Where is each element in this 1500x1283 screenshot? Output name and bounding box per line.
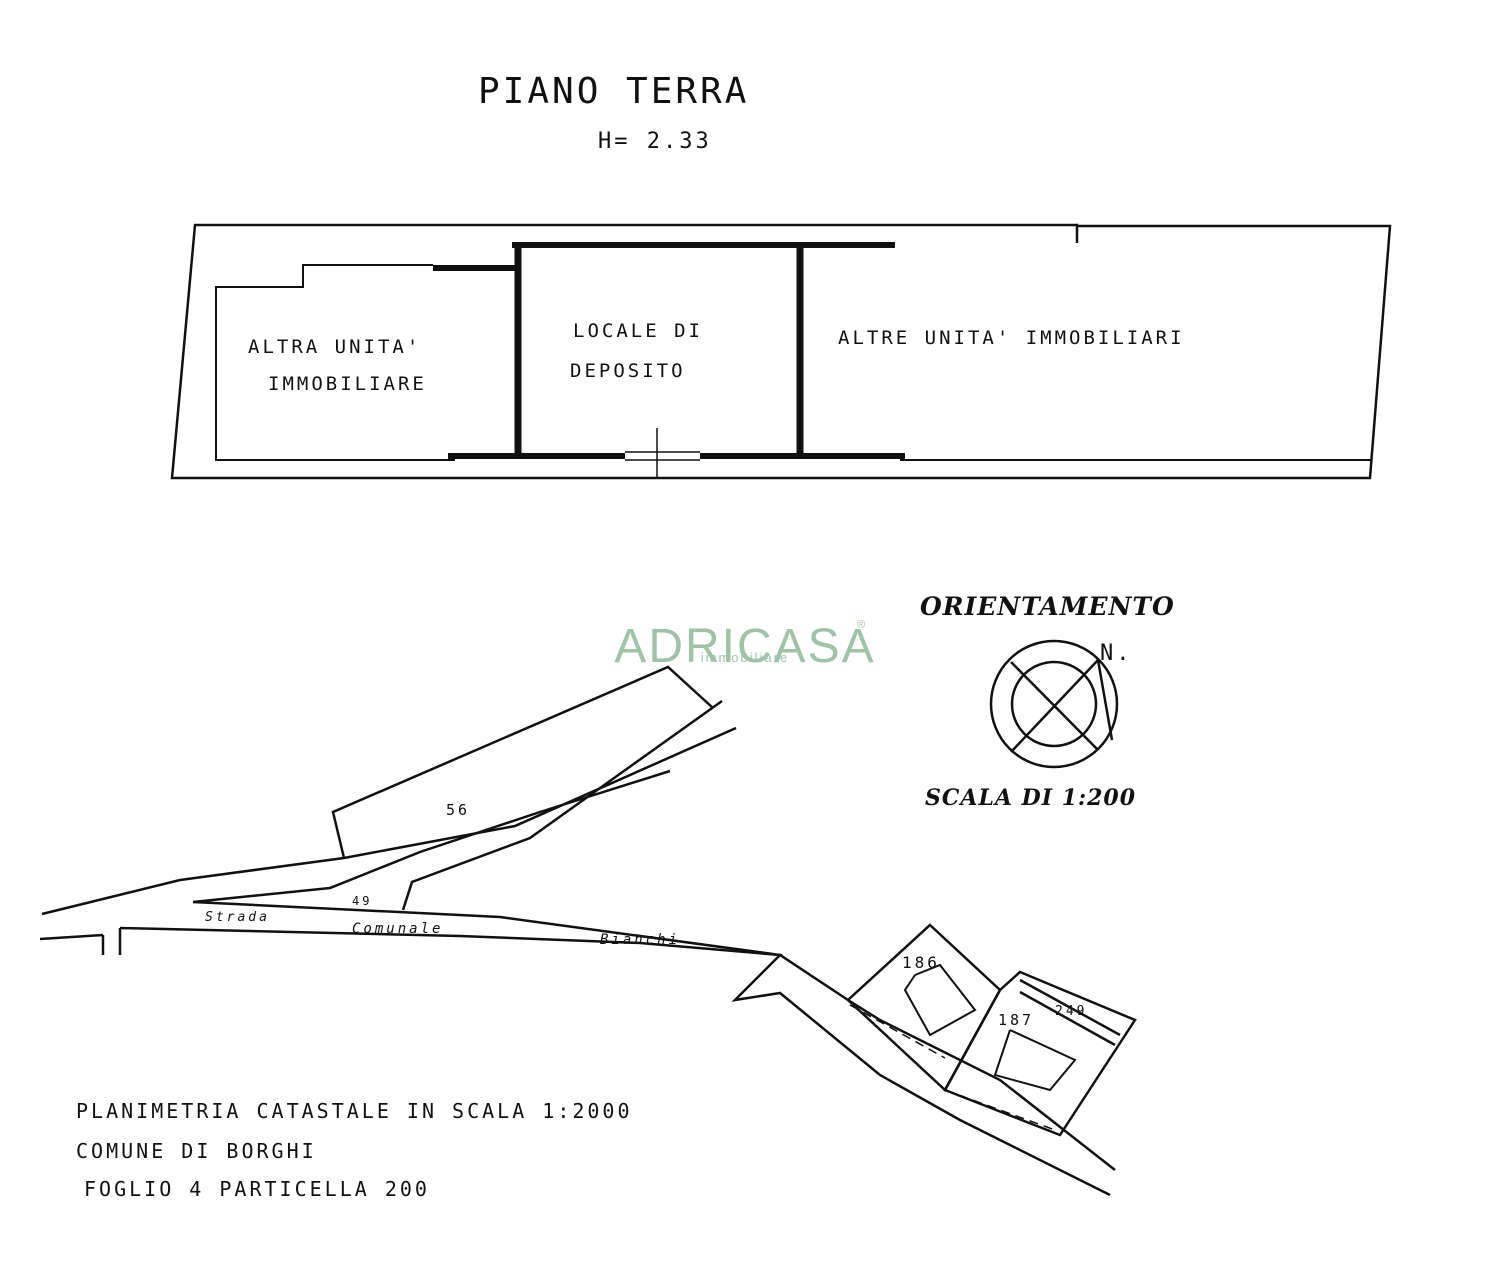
parcel-56-outline (331, 665, 714, 859)
caption-line-1: PLANIMETRIA CATASTALE IN SCALA 1:2000 (76, 1099, 633, 1123)
parcel-249-label: 249 (1055, 1004, 1087, 1019)
parcel-186-dashed (849, 1004, 946, 1059)
parcel-186-outline (846, 923, 1002, 1093)
site-map (39, 665, 1137, 1197)
floor-plan (170, 223, 1392, 480)
caption-line-3: FOGLIO 4 PARTICELLA 200 (84, 1177, 430, 1201)
scale-label: SCALA DI 1:200 (925, 785, 1136, 811)
parcel-249-line-2 (1019, 990, 1116, 1047)
floor-plan-title: PIANO TERRA (478, 71, 749, 112)
parcel-186-label: 186 (902, 953, 940, 972)
road-word-3: Bianchi (600, 932, 680, 948)
north-label: N. (1100, 641, 1133, 666)
room-label-storage-1: LOCALE DI (573, 320, 703, 342)
watermark-brand: ADRICASA (614, 620, 875, 673)
branch-road-edge (401, 699, 723, 911)
parcel-249-line-1 (1019, 978, 1121, 1037)
road-word-2: Comunale (352, 921, 443, 937)
road-upper-edge (41, 726, 737, 916)
left-unit-wall (215, 264, 455, 461)
parcel-49-label: 49 (352, 894, 372, 908)
outer-outline (170, 223, 1392, 480)
watermark-sub: immobiliare (701, 650, 789, 665)
parcel-56-label: 56 (446, 801, 470, 819)
room-label-left-1: ALTRA UNITA' (248, 336, 421, 358)
road-word-1: Strada (205, 910, 270, 925)
room-label-left-2: IMMOBILIARE (268, 373, 427, 395)
compass-icon (989, 639, 1119, 769)
parcel-187-outline (943, 970, 1137, 1137)
watermark-registered: ® (857, 619, 865, 631)
caption-line-2: COMUNE DI BORGHI (76, 1139, 317, 1163)
room-label-right: ALTRE UNITA' IMMOBILIARI (838, 327, 1185, 349)
road-lower-edge (119, 926, 1111, 1197)
height-note: H= 2.33 (598, 129, 712, 154)
room-label-storage-2: DEPOSITO (570, 360, 686, 382)
parcel-187-dashed (944, 1089, 1056, 1131)
orientation-title: ORIENTAMENTO (920, 592, 1175, 621)
road-inner-edge (192, 769, 671, 904)
watermark-logo: ADRICASA immobiliare ® (614, 619, 875, 673)
building-186 (903, 963, 977, 1037)
building-187 (993, 1029, 1077, 1092)
road-lower-edge-left (39, 933, 104, 941)
parcel-187-label: 187 (998, 1011, 1034, 1029)
